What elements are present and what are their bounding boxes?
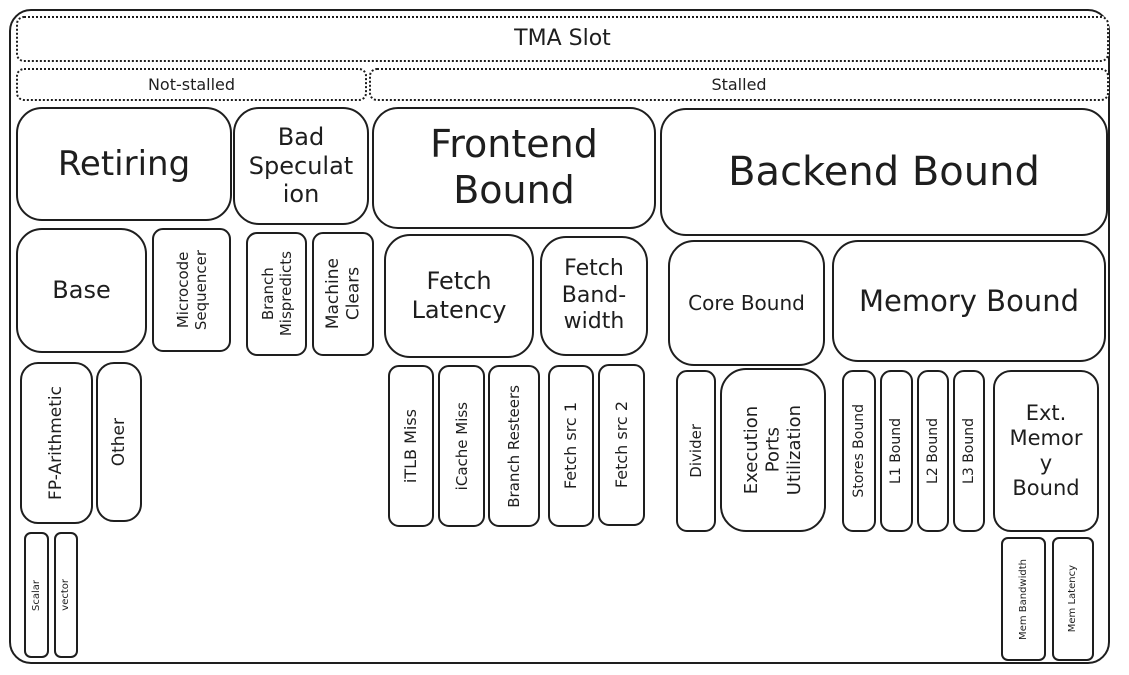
fetch-src-1-box: Fetch src 1 [548, 365, 594, 527]
divider-box: Divider [676, 370, 716, 532]
frontend-bound-box: Frontend Bound [372, 107, 656, 229]
memory-bound-box: Memory Bound [832, 240, 1106, 362]
itlb-miss-label: iTLB Miss [401, 408, 421, 484]
branch-mispredicts-label: Branch Mispredicts [258, 251, 295, 337]
fetch-bandwidth-box: Fetch Band- width [540, 236, 648, 356]
stores-bound-box: Stores Bound [842, 370, 876, 532]
not-stalled-box: Not-stalled [16, 68, 367, 101]
mem-bandwidth-label: Mem Bandwidth [1017, 558, 1029, 640]
l1-bound-label: L1 Bound [888, 418, 905, 484]
base-box: Base [16, 228, 147, 353]
fetch-src-1-label: Fetch src 1 [561, 402, 581, 490]
other-label: Other [108, 417, 129, 467]
l3-bound-label: L3 Bound [960, 418, 977, 484]
branch-resteers-label: Branch Resteers [505, 384, 523, 508]
l2-bound-label: L2 Bound [924, 418, 941, 484]
retiring-box: Retiring [16, 107, 232, 221]
branch-resteers-box: Branch Resteers [488, 365, 540, 527]
retiring-label: Retiring [57, 143, 191, 184]
base-label: Base [52, 276, 111, 305]
mem-latency-label: Mem Latency [1067, 565, 1078, 633]
fetch-bandwidth-label: Fetch Band- width [561, 256, 627, 335]
machine-clears-label: Machine Clears [322, 258, 363, 330]
frontend-bound-label: Frontend Bound [430, 122, 598, 212]
stalled-label: Stalled [711, 74, 767, 94]
fetch-src-2-label: Fetch src 2 [611, 401, 631, 489]
ext-memory-bound-label: Ext. Memor y Bound [1009, 400, 1083, 501]
scalar-label: Scalar [30, 579, 42, 611]
vector-box: vector [54, 532, 78, 658]
l2-bound-box: L2 Bound [917, 370, 949, 532]
backend-bound-label: Backend Bound [728, 149, 1040, 195]
divider-label: Divider [687, 424, 705, 478]
other-box: Other [96, 362, 142, 522]
execution-ports-utilization-box: Execution Ports Utilization [720, 368, 826, 532]
icache-miss-label: iCache Miss [452, 401, 471, 491]
fetch-latency-label: Fetch Latency [411, 267, 507, 324]
fp-arithmetic-box: FP-Arithmetic [20, 362, 93, 524]
branch-mispredicts-box: Branch Mispredicts [246, 232, 307, 356]
tma-slot-label: TMA Slot [514, 25, 611, 51]
backend-bound-box: Backend Bound [660, 108, 1108, 236]
machine-clears-box: Machine Clears [312, 232, 374, 356]
ext-memory-bound-box: Ext. Memor y Bound [993, 370, 1099, 532]
l3-bound-box: L3 Bound [953, 370, 985, 532]
bad-speculation-box: Bad Speculat ion [233, 107, 369, 225]
execution-ports-utilization-label: Execution Ports Utilization [740, 404, 805, 496]
fp-arithmetic-label: FP-Arithmetic [46, 386, 67, 500]
diagram-frame [9, 9, 1110, 664]
stores-bound-label: Stores Bound [850, 404, 867, 498]
core-bound-label: Core Bound [688, 291, 805, 315]
mem-latency-box: Mem Latency [1052, 537, 1094, 661]
vector-label: vector [60, 579, 71, 611]
tma-slot-box: TMA Slot [16, 16, 1109, 62]
scalar-box: Scalar [24, 532, 49, 658]
mem-bandwidth-box: Mem Bandwidth [1001, 537, 1046, 661]
microcode-sequencer-box: Microcode Sequencer [152, 228, 231, 352]
microcode-sequencer-label: Microcode Sequencer [173, 249, 210, 331]
stalled-box: Stalled [369, 68, 1109, 101]
fetch-latency-box: Fetch Latency [384, 234, 534, 358]
fetch-src-2-box: Fetch src 2 [598, 364, 645, 526]
not-stalled-label: Not-stalled [147, 74, 236, 94]
core-bound-box: Core Bound [668, 240, 825, 366]
memory-bound-label: Memory Bound [859, 283, 1079, 318]
bad-speculation-label: Bad Speculat ion [248, 122, 354, 209]
itlb-miss-box: iTLB Miss [388, 365, 434, 527]
l1-bound-box: L1 Bound [880, 370, 913, 532]
icache-miss-box: iCache Miss [438, 365, 485, 527]
